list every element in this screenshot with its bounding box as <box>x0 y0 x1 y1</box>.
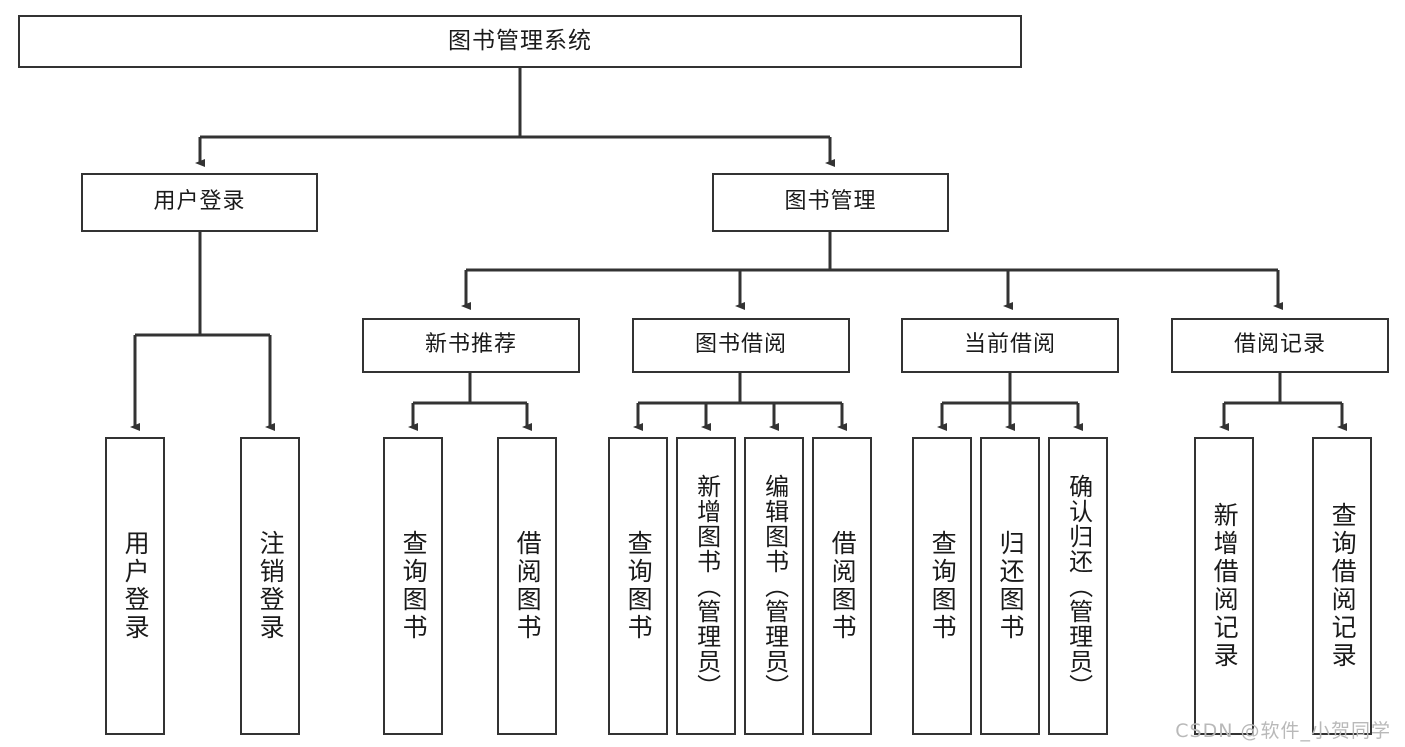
leaf-query-book-1-label: 查询图书 <box>399 530 429 642</box>
node-root[interactable]: 图书管理系统 <box>18 15 1022 68</box>
leaf-confirm-return-admin-label: 确认归还（管理员） <box>1064 473 1093 699</box>
node-borrow-record[interactable]: 借阅记录 <box>1171 318 1389 373</box>
leaf-borrow-book-1-label: 借阅图书 <box>513 530 543 642</box>
leaf-query-book-1[interactable]: 查询图书 <box>383 437 443 735</box>
node-book-manage[interactable]: 图书管理 <box>712 173 949 232</box>
leaf-add-borrow-record-label: 新增借阅记录 <box>1210 502 1240 670</box>
node-root-label: 图书管理系统 <box>448 27 592 54</box>
leaf-query-book-3[interactable]: 查询图书 <box>912 437 972 735</box>
node-new-book-recommend[interactable]: 新书推荐 <box>362 318 580 373</box>
leaf-query-book-3-label: 查询图书 <box>928 530 958 642</box>
leaf-query-borrow-record-label: 查询借阅记录 <box>1328 502 1358 670</box>
leaf-return-book-label: 归还图书 <box>996 530 1026 642</box>
leaf-logout-label: 注销登录 <box>256 530 286 642</box>
node-book-manage-label: 图书管理 <box>784 189 877 215</box>
watermark: CSDN @软件_小贺同学 <box>1175 720 1391 742</box>
leaf-confirm-return-admin[interactable]: 确认归还（管理员） <box>1048 437 1108 735</box>
leaf-query-book-2-label: 查询图书 <box>624 530 654 642</box>
leaf-add-book-admin-label: 新增图书（管理员） <box>692 473 721 699</box>
leaf-borrow-book-1[interactable]: 借阅图书 <box>497 437 557 735</box>
node-new-book-recommend-label: 新书推荐 <box>424 332 517 358</box>
node-current-borrow-label: 当前借阅 <box>963 332 1056 358</box>
leaf-edit-book-admin-label: 编辑图书（管理员） <box>760 473 789 699</box>
leaf-add-book-admin[interactable]: 新增图书（管理员） <box>676 437 736 735</box>
node-user-login-label: 用户登录 <box>153 189 246 215</box>
node-current-borrow[interactable]: 当前借阅 <box>901 318 1119 373</box>
leaf-add-borrow-record[interactable]: 新增借阅记录 <box>1194 437 1254 735</box>
node-borrow-record-label: 借阅记录 <box>1233 332 1326 358</box>
node-user-login[interactable]: 用户登录 <box>81 173 318 232</box>
node-book-borrow-label: 图书借阅 <box>694 332 787 358</box>
node-book-borrow[interactable]: 图书借阅 <box>632 318 850 373</box>
leaf-borrow-book-2-label: 借阅图书 <box>828 530 858 642</box>
leaf-user-login-label: 用户登录 <box>121 530 151 642</box>
leaf-borrow-book-2[interactable]: 借阅图书 <box>812 437 872 735</box>
leaf-user-login[interactable]: 用户登录 <box>105 437 165 735</box>
leaf-logout[interactable]: 注销登录 <box>240 437 300 735</box>
leaf-edit-book-admin[interactable]: 编辑图书（管理员） <box>744 437 804 735</box>
leaf-query-book-2[interactable]: 查询图书 <box>608 437 668 735</box>
leaf-query-borrow-record[interactable]: 查询借阅记录 <box>1312 437 1372 735</box>
leaf-return-book[interactable]: 归还图书 <box>980 437 1040 735</box>
